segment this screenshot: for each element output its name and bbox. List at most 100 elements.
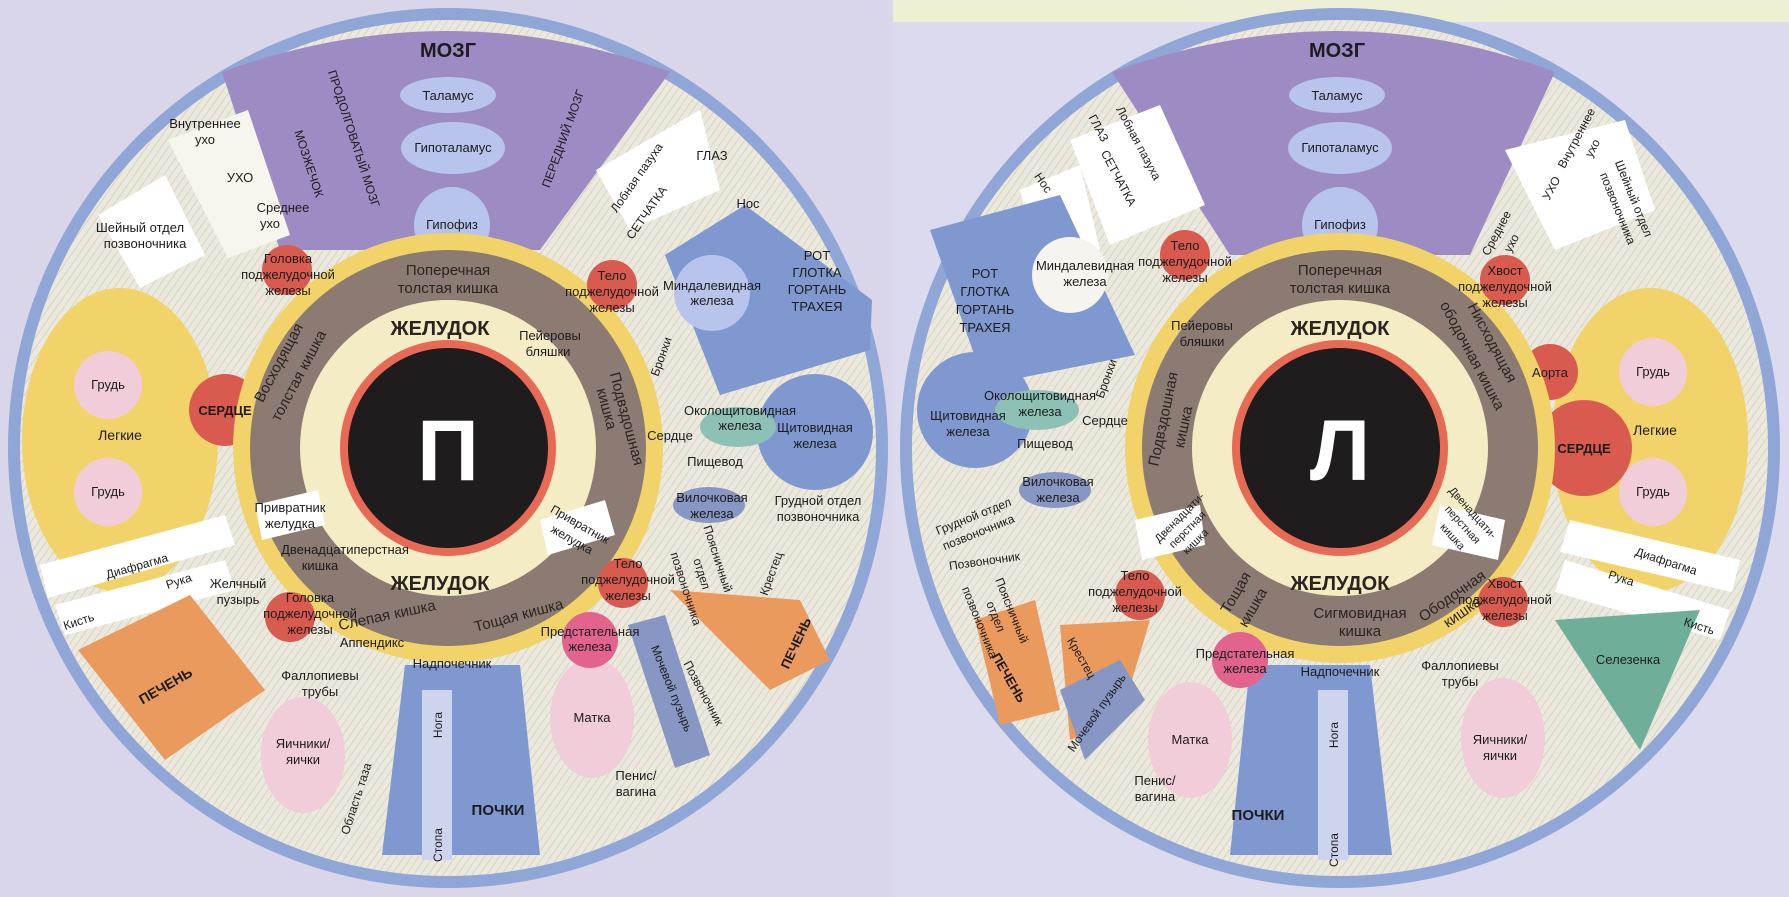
eye-strip-left (1070, 105, 1205, 245)
breast-upper-label-left: Грудь (1636, 364, 1670, 379)
pancreas-body-top (587, 260, 637, 310)
tubes-label-left-2: трубы (1442, 674, 1478, 689)
pancreas-tail-bottom-label-left-1: Хвост (1487, 576, 1522, 591)
eye-label: ГЛАЗ (696, 148, 727, 163)
heart-small-label-left: Сердце (1082, 413, 1128, 428)
pancreas-body-bottom (598, 558, 648, 608)
bladder-strip (628, 615, 710, 768)
ovaries-oval (261, 697, 345, 813)
pituitary-label-left: Гипофиз (1314, 217, 1366, 232)
penis-label-left-2: вагина (1135, 789, 1176, 804)
middle-ear-label-1: Среднее (257, 200, 310, 215)
breast-upper-circle-left (1619, 338, 1687, 406)
pancreas-head-bottom-label-3: железы (287, 622, 332, 637)
thymus-oval-left (1019, 472, 1091, 508)
thymus-label-2: железа (690, 506, 734, 521)
left-iris-chart (900, 8, 1780, 888)
parathyroid-oval (700, 407, 776, 447)
prostate-label-left-2: железа (1223, 661, 1267, 676)
adrenal-label-left: Надпочечник (1301, 664, 1380, 679)
liver-sector (78, 595, 265, 760)
peyer-label-2: бляшки (526, 344, 571, 359)
ear-strip (168, 110, 290, 258)
pancreas-body-bottom-label-1: Тело (614, 556, 643, 571)
stomach-bottom-label-left: ЖЕЛУДОК (1290, 573, 1391, 595)
penis-label-left-1: Пенис/ (1134, 773, 1176, 788)
pancreas-head-bottom-label-1: Головка (286, 590, 335, 605)
sigmoid-label-left-2: кишка (1339, 623, 1382, 640)
mouth-sector-left (930, 195, 1135, 385)
tonsil-circle-left (1032, 237, 1108, 313)
ovaries-label-left-2: яички (1483, 748, 1517, 763)
tubes-label-left-1: Фаллопиевы (1421, 658, 1498, 673)
heart-small-label: Сердце (647, 428, 693, 443)
leg-bar-left (1318, 690, 1348, 860)
parathyroid-label-left-1: Околощитовидная (984, 388, 1096, 403)
thalamus-oval (400, 77, 496, 113)
stomach-top-label: ЖЕЛУДОК (390, 318, 491, 340)
pancreas-tail-top-label-left-2: поджелудочной (1458, 279, 1552, 294)
pancreas-body-bottom-left (1115, 570, 1165, 620)
pancreas-head-top-label-3: железы (265, 283, 310, 298)
pancreas-body-top-label-1: Тело (598, 268, 627, 283)
prostate-circle-left (1212, 632, 1268, 688)
duodenum-tag-left (1135, 505, 1205, 560)
pancreas-tail-bottom-label-left-3: железы (1482, 608, 1527, 623)
parathyroid-oval-left (995, 390, 1079, 430)
bladder-strip-left (1060, 660, 1145, 760)
tubes-label-1: Фаллопиевы (281, 668, 358, 683)
thyroid-circle (757, 374, 873, 490)
thyroid-label-left-2: железа (946, 424, 990, 439)
gall-label-1: Желчный (210, 576, 267, 591)
thalamus-oval-left (1289, 77, 1385, 113)
liver-sector-left (975, 600, 1060, 725)
pancreas-head-bottom (265, 592, 315, 642)
breast-upper-label: Грудь (91, 377, 125, 392)
prostate-label-2: железа (568, 639, 612, 654)
tubes-label-2: трубы (302, 684, 338, 699)
thyroid-circle-left (917, 352, 1033, 468)
penis-label-1: Пенис/ (615, 768, 657, 783)
thyroid-label-2: железа (793, 436, 837, 451)
uterus-label: Матка (573, 710, 611, 725)
prostate-label-1: Предстательная (541, 624, 640, 639)
breast-lower-label: Грудь (91, 484, 125, 499)
thymus-oval (673, 487, 745, 523)
pancreas-head-bottom-label-2: поджелудочной (263, 606, 357, 621)
mouth-label-4: ТРАХЕЯ (791, 299, 842, 314)
uterus-label-left: Матка (1171, 732, 1209, 747)
prostate-circle (562, 612, 618, 668)
middle-ear-label-2: ухо (260, 216, 280, 231)
right-iris-chart (8, 8, 888, 888)
pylorus-left-label-2: желудка (265, 516, 316, 531)
neck-spine-strip (98, 175, 205, 288)
mouth-label-1: РОТ (804, 248, 830, 263)
leg-label-left: Нога (1327, 722, 1341, 748)
adrenal-label: Надпочечник (413, 656, 492, 671)
hypothalamus-label-left: Гипоталамус (1301, 140, 1379, 155)
pancreas-head-top-label-2: поджелудочной (241, 267, 335, 282)
pancreas-body-bottom-label-left-3: железы (1112, 600, 1157, 615)
thalamus-label: Таламус (422, 88, 474, 103)
chest-spine-label-2: позвоночника (777, 509, 860, 524)
pancreas-body-bottom-label-left-1: Тело (1121, 568, 1150, 583)
thalamus-label-left: Таламус (1311, 88, 1363, 103)
ear-strip-left (1505, 120, 1655, 250)
stomach-top-label-left: ЖЕЛУДОК (1290, 318, 1391, 340)
foot-label-left: Стопа (1327, 833, 1341, 867)
duodenum-tag-right (1432, 505, 1505, 560)
heart-label: СЕРДЦЕ (198, 403, 252, 418)
eye-strip (596, 110, 720, 230)
breast-lower-circle (74, 458, 142, 526)
breast-lower-label-left: Грудь (1636, 484, 1670, 499)
brain-title: МОЗГ (420, 40, 476, 62)
peyer-label-1: Пейеровы (519, 328, 581, 343)
neck-spine-label-2: позвоночника (104, 236, 187, 251)
thymus-label-left-1: Вилочковая (1022, 474, 1093, 489)
sigmoid-label-left-1: Сигмовидная (1313, 605, 1406, 622)
lungs-label: Легкие (98, 427, 142, 443)
pancreas-body-top-label-left-1: Тело (1171, 238, 1200, 253)
left-eye-letter: Л (1310, 403, 1370, 499)
pylorus-tag-right (540, 500, 615, 555)
